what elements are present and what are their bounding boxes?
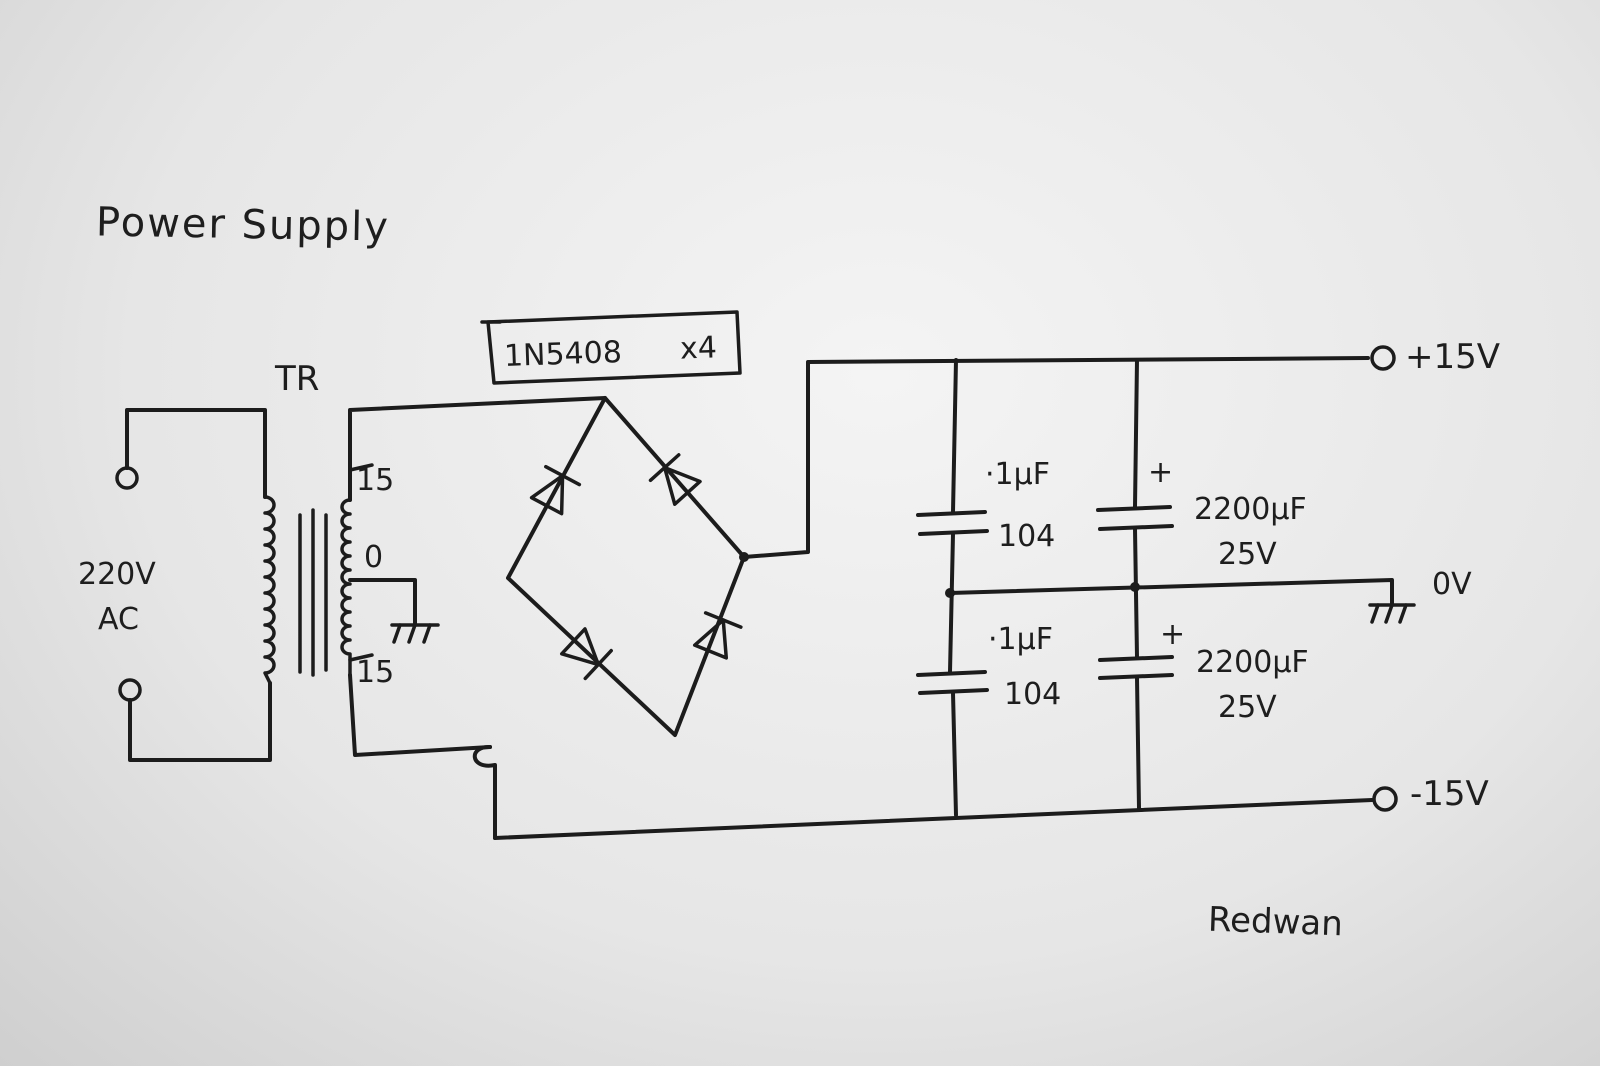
cap-c2-value: ·1μF [988, 622, 1053, 657]
rectifier-count: x4 [679, 330, 718, 367]
electrolytic-capacitor-branch [1096, 358, 1174, 810]
cap-c3-voltage: 25V [1218, 537, 1277, 572]
secondary-bottom-voltage: 15 [356, 655, 395, 690]
secondary-coil [340, 498, 352, 677]
ac-terminal-bottom [118, 678, 142, 702]
diode-d2-icon [648, 453, 702, 506]
diode-d3-icon [560, 627, 613, 681]
ac-terminal-top [115, 466, 139, 490]
output-ground-label: 0V [1432, 567, 1472, 602]
cap-c3-value: 2200μF [1194, 492, 1307, 527]
primary-coil [263, 495, 276, 685]
part-number-box [486, 310, 742, 385]
author-signature: Redwan [1207, 899, 1344, 945]
cap-c1-value: ·1μF [985, 457, 1050, 492]
cap-c4-polarity: + [1160, 617, 1186, 652]
primary-wire-bottom [128, 681, 272, 762]
cap-c4-top-plate [1098, 655, 1174, 662]
input-voltage: 220V [78, 557, 156, 592]
output-negative-label: -15V [1410, 774, 1489, 814]
input-type: AC [98, 602, 139, 637]
output-positive-label: +15V [1405, 337, 1501, 377]
bottom-winding-tick [348, 653, 374, 662]
secondary-top-voltage: 15 [356, 463, 395, 498]
center-tap-ground-icon [390, 623, 440, 644]
transformer-core [298, 508, 328, 677]
terminal-plus15-icon [1370, 345, 1396, 371]
cap-c1-top-plate [916, 510, 987, 517]
negative-rail [493, 798, 1374, 840]
diagram-title: Power Supply [95, 199, 391, 251]
top-winding-tick [348, 463, 374, 472]
rectifier-part-number: 1N5408 [503, 334, 623, 375]
center-tap-label: 0 [364, 540, 384, 575]
diode-d1-icon [529, 464, 582, 516]
cap-c3-top-plate [1096, 505, 1172, 512]
primary-wire-top [125, 408, 267, 499]
cap-c4-value: 2200μF [1196, 645, 1309, 680]
ceramic-capacitor-branch [916, 358, 989, 817]
transformer-label: TR [275, 359, 320, 399]
diode-d4-icon [692, 611, 743, 660]
bridge-rectifier [472, 356, 1370, 840]
ac-input-wiring [115, 408, 272, 762]
cap-c3-polarity: + [1148, 455, 1174, 490]
cap-c2-code: 104 [1004, 677, 1062, 712]
cap-c4-voltage: 25V [1218, 690, 1277, 725]
terminal-minus15-icon [1372, 786, 1398, 812]
output-ground-icon [1368, 603, 1416, 624]
cap-c2-top-plate [916, 670, 987, 677]
ground-rail [948, 578, 1394, 607]
cap-c1-code: 104 [998, 519, 1056, 554]
secondary-bottom-wire [348, 673, 492, 757]
center-tap-wire [348, 578, 417, 627]
